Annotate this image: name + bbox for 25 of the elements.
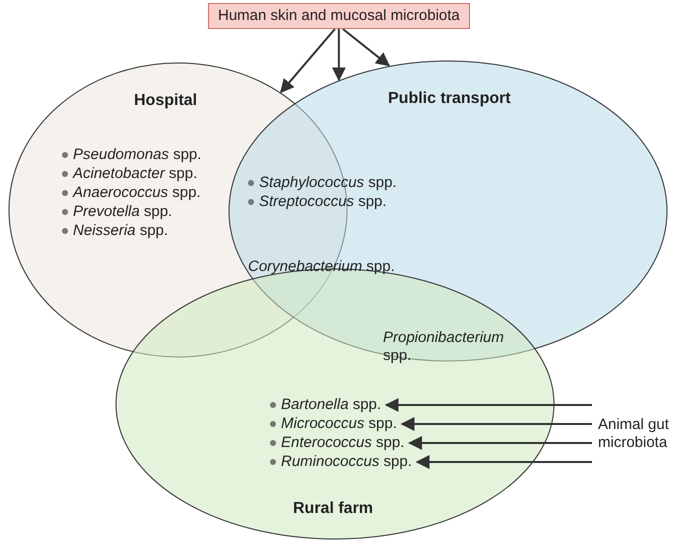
arrow — [400, 417, 592, 431]
species-item: Micrococcus spp. — [270, 415, 397, 433]
arrow — [384, 398, 592, 412]
species-item: Streptococcus spp. — [248, 193, 387, 211]
species-item: Enterococcus spp. — [270, 434, 404, 452]
species-item: Bartonella spp. — [270, 396, 382, 414]
arrow — [416, 455, 592, 469]
source-text: Animal gut microbiota — [598, 416, 682, 452]
species-label: Corynebacterium spp. — [248, 258, 395, 276]
species-label: Propionibacterium spp. — [383, 329, 505, 365]
set-title: Rural farm — [293, 500, 374, 518]
source-box: Human skin and mucosal microbiota — [208, 3, 470, 29]
species-item: Prevotella spp. — [62, 203, 172, 221]
species-item: Staphylococcus spp. — [248, 174, 397, 192]
species-item: Neisseria spp. — [62, 222, 168, 240]
arrow — [408, 436, 592, 450]
set-title: Hospital — [134, 92, 198, 110]
arrow — [280, 28, 336, 94]
arrow — [342, 28, 390, 66]
set-title: Public transport — [388, 90, 511, 108]
species-item: Ruminococcus spp. — [270, 453, 412, 471]
arrow — [332, 29, 346, 82]
species-item: Pseudomonas spp. — [62, 146, 202, 164]
species-item: Anaerococcus spp. — [62, 184, 201, 202]
species-item: Acinetobacter spp. — [62, 165, 198, 183]
